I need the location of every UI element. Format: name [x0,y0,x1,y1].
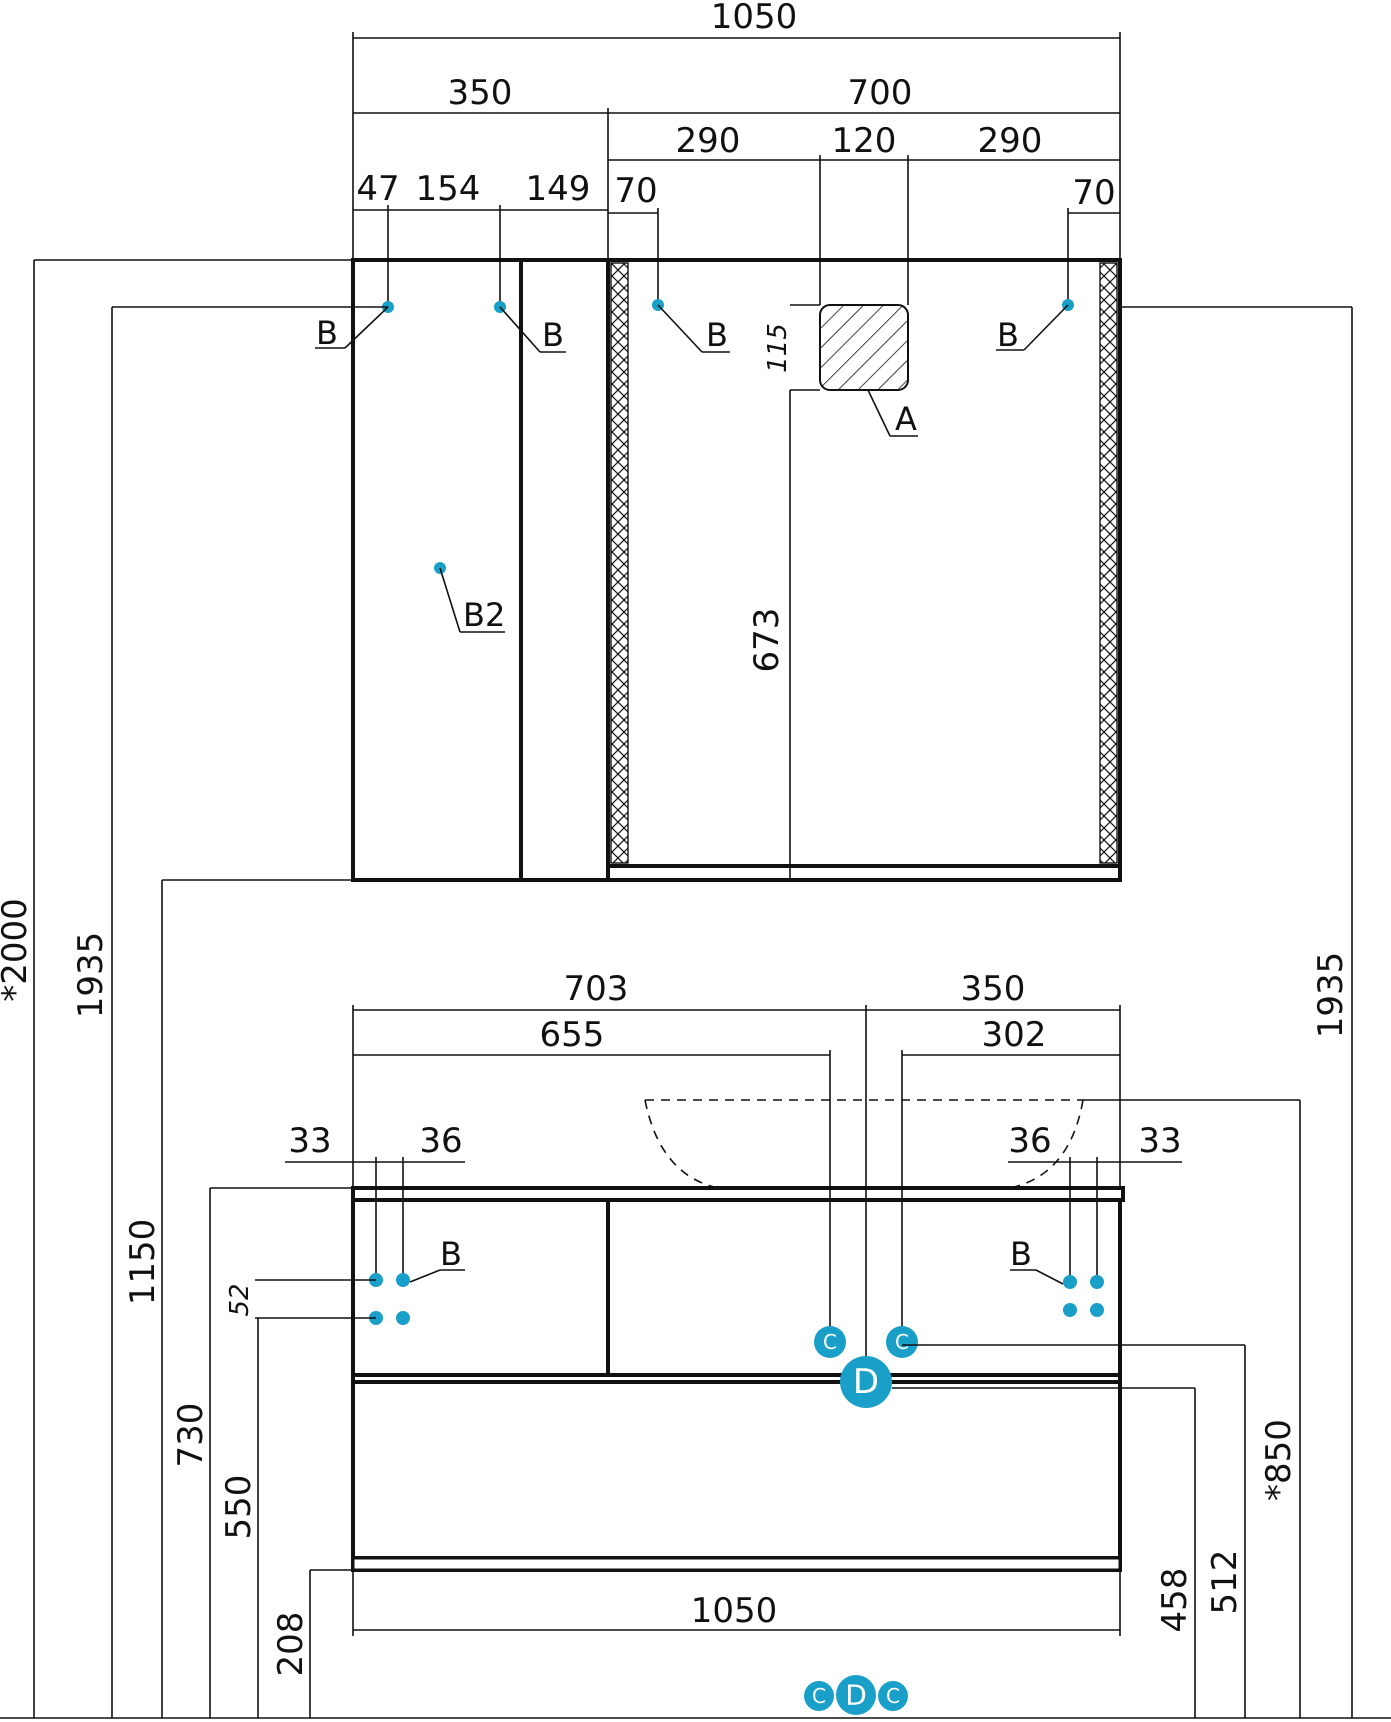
top-dimension-labels: 1050 350 700 290 120 290 47 154 149 70 7… [356,0,1115,672]
dim-water-height: 512 [1205,1550,1245,1615]
dim-basin-height: *850 [1259,1419,1299,1501]
dim-left-offset-a: 33 [288,1121,331,1161]
dim-left-offset-b: 36 [419,1121,462,1161]
bottom-dimension-labels: 703 350 655 302 33 36 36 33 1050 [288,969,1181,1631]
dim-right-offset-b: 33 [1138,1121,1181,1161]
dim-mount-spacing: 52 [225,1283,255,1316]
mount-label-b: B [316,314,338,352]
vertical-dimension-lines [0,259,1391,1719]
dim-right-split-mid: 120 [832,121,897,161]
vanity-unit [351,1099,1125,1572]
water-inlet-left-label: C [823,1330,837,1354]
drain-outlet-label: D [853,1362,879,1402]
dim-right-split-a: 290 [676,121,741,161]
dim-overall-width: 1050 [711,0,798,37]
legend-inlet-right [878,1681,908,1711]
water-inlet-left [814,1326,846,1358]
dim-mirror-bottom: 1150 [123,1219,163,1306]
legend-inlet-left-label: C [812,1684,826,1708]
dim-left-block: 350 [448,73,513,113]
mount-label-b: B [440,1235,462,1273]
bottom-dimension-lines [285,1005,1300,1636]
dim-mount-height-left: 1935 [71,932,111,1019]
dim-right-block: 350 [961,969,1026,1009]
plumbing-points: C C D C D C [804,1326,1245,1715]
dim-right-offset-a: 36 [1008,1121,1051,1161]
vertical-dimension-labels: *2000 1935 1150 730 550 208 458 512 *850… [0,898,1351,1676]
legend-drain [836,1675,876,1715]
dim-total-height: *2000 [0,898,35,1002]
dim-to-left-pipe: 655 [540,1015,605,1055]
dim-left-b: 154 [416,169,481,209]
dim-socket-height: 115 [763,323,793,373]
mount-label-b: B [1010,1235,1032,1273]
top-dimension-lines [352,32,1121,880]
upper-cabinet [351,258,1122,882]
drain-outlet [840,1356,892,1408]
socket-label-a: A [895,400,917,438]
dim-to-center: 703 [564,969,629,1009]
mount-point-marker [1090,1303,1104,1317]
mount-point-marker [1063,1275,1077,1289]
basin-outline-right [1009,1099,1084,1189]
legend-inlet-right-label: C [886,1684,900,1708]
socket-box-a [819,304,909,391]
vanity-mount-points: B B 52 [225,1235,1104,1325]
dim-right-split-b: 290 [978,121,1043,161]
mount-point-marker [1063,1303,1077,1317]
upper-mount-points: B B B B B2 A [315,299,1074,634]
left-cabinet-side [519,258,610,882]
water-inlet-right [886,1326,918,1358]
mount-label-b2: B2 [463,596,505,634]
mount-point-marker [396,1273,410,1287]
dim-right-pipe: 302 [982,1015,1047,1055]
mirror-cabinet [606,258,1122,882]
vanity-body [351,1198,1122,1572]
dim-plinth-height: 208 [271,1612,311,1677]
mirror-right-light-strip [1099,262,1118,864]
legend-inlet-left [804,1681,834,1711]
dim-mirror-socket-drop: 673 [747,608,787,673]
dim-drain-height: 458 [1155,1568,1195,1633]
mount-point-marker [1090,1275,1104,1289]
mount-label-b: B [706,316,728,354]
dim-vanity-width: 1050 [691,1591,778,1631]
dim-left-c: 149 [526,169,591,209]
mount-label-b: B [542,316,564,354]
mirror-left-light-strip [610,262,629,864]
mount-label-b: B [997,316,1019,354]
basin-outline-left [644,1099,719,1189]
dim-vanity-top-height: 730 [171,1403,211,1468]
mount-point-marker [396,1311,410,1325]
dim-right-offset-left: 70 [614,171,657,211]
dim-right-block: 700 [848,73,913,113]
dim-vanity-mount-height: 550 [219,1475,259,1540]
dim-mount-height-right: 1935 [1311,952,1351,1039]
dim-left-a: 47 [356,169,399,209]
vanity-plinth [351,1556,1122,1572]
water-inlet-right-label: C [895,1330,909,1354]
legend-drain-label: D [845,1679,867,1712]
dim-right-offset-right: 70 [1072,173,1115,213]
